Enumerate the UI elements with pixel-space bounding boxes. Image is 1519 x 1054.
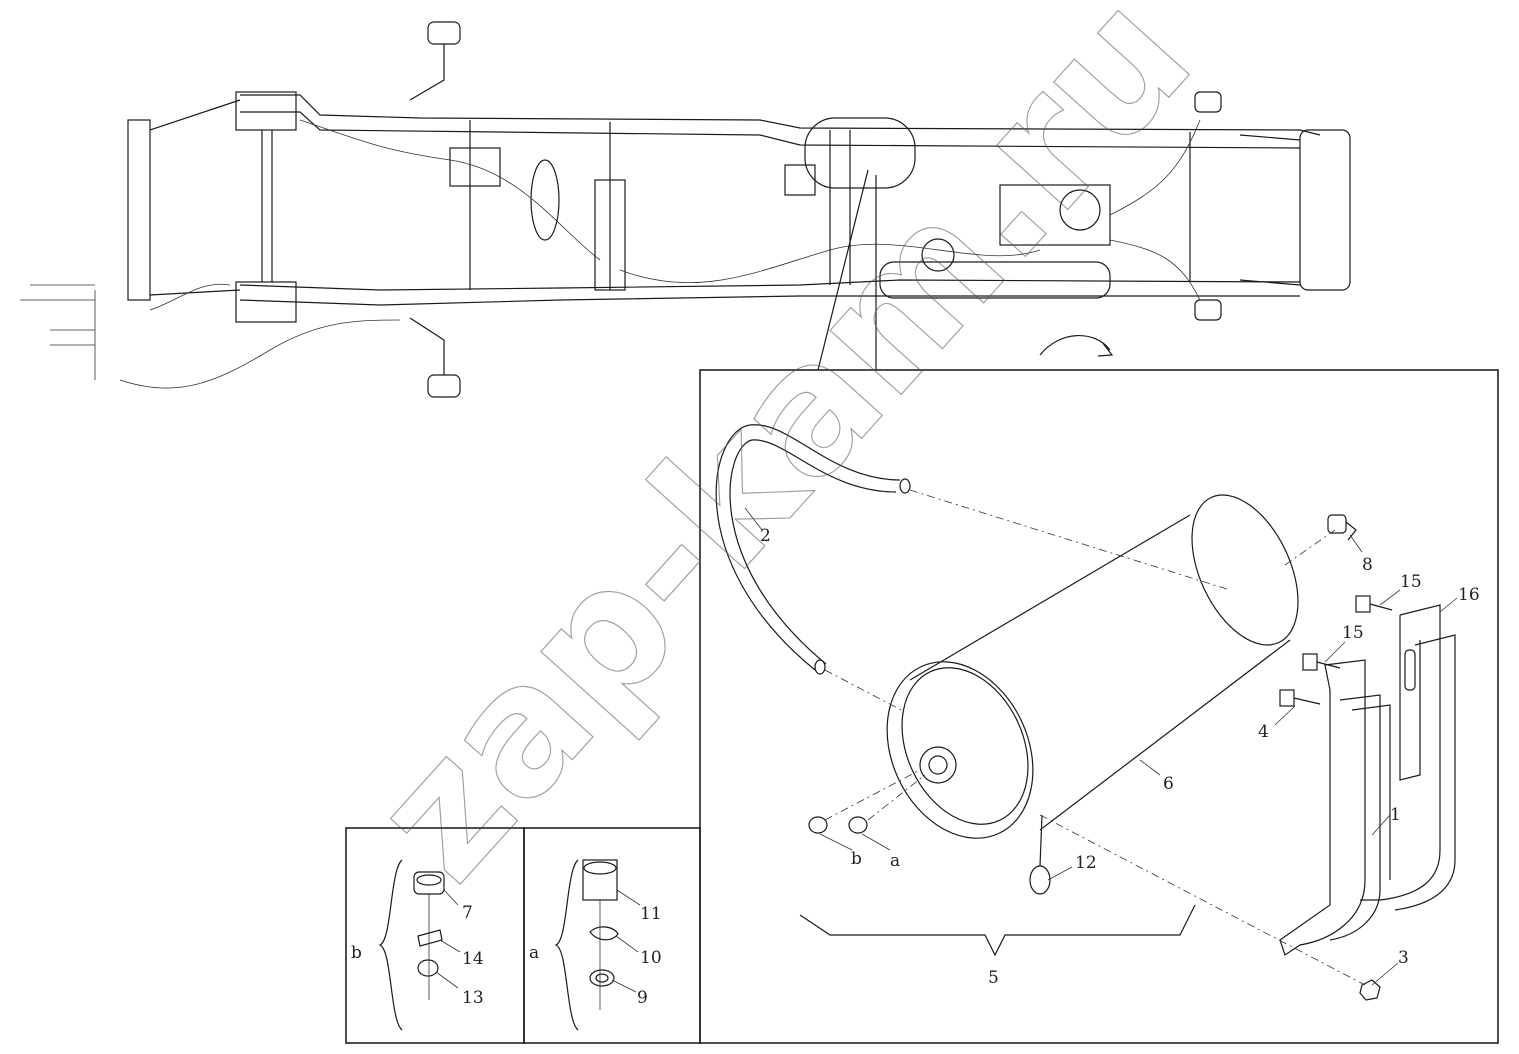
callout-6: 6 bbox=[1163, 774, 1174, 794]
callout-15-lower: 15 bbox=[1342, 623, 1364, 643]
detail-box-a bbox=[523, 827, 701, 1044]
label-b: b bbox=[851, 849, 862, 869]
detail-b-label: b bbox=[351, 943, 362, 963]
air-tank-part-6 bbox=[886, 494, 1299, 839]
callout-4: 4 bbox=[1258, 722, 1269, 742]
callout-11: 11 bbox=[640, 904, 662, 924]
callout-7: 7 bbox=[462, 903, 473, 923]
callout-12: 12 bbox=[1075, 853, 1097, 873]
callout-10: 10 bbox=[640, 948, 662, 968]
callout-5: 5 bbox=[988, 968, 999, 988]
callouts: 1 2 3 4 5 6 7 8 9 10 11 12 13 14 15 15 1… bbox=[351, 526, 1480, 1008]
hose-part-2 bbox=[715, 424, 911, 675]
callout-14: 14 bbox=[462, 949, 484, 969]
callout-3: 3 bbox=[1398, 948, 1409, 968]
bolt-part-4 bbox=[1279, 689, 1321, 707]
detail-frame bbox=[699, 369, 1499, 1044]
detail-b-parts bbox=[378, 859, 461, 1031]
callout-13: 13 bbox=[462, 988, 484, 1008]
bolt-part-15-lower bbox=[1302, 653, 1341, 671]
label-a: a bbox=[890, 851, 900, 871]
plug-a bbox=[848, 816, 868, 834]
detail-a-parts bbox=[554, 859, 641, 1031]
callout-16: 16 bbox=[1458, 585, 1480, 605]
leader-lines bbox=[744, 507, 1458, 986]
plug-b bbox=[808, 816, 828, 834]
callout-1: 1 bbox=[1390, 805, 1401, 825]
callout-9: 9 bbox=[637, 988, 648, 1008]
callout-8: 8 bbox=[1362, 555, 1373, 575]
bracket-part-1 bbox=[1279, 659, 1391, 956]
nut-part-3 bbox=[1359, 979, 1381, 1001]
chassis-overview bbox=[20, 21, 1351, 398]
callout-15-upper: 15 bbox=[1400, 572, 1422, 592]
elbow-fitting-part-8 bbox=[1327, 514, 1357, 541]
drain-valve-part-12 bbox=[1029, 814, 1051, 895]
brace-part-5 bbox=[799, 904, 1196, 957]
bolt-part-15-upper bbox=[1355, 595, 1393, 613]
detail-a-label: a bbox=[529, 943, 539, 963]
bracket-part-16 bbox=[1360, 604, 1456, 911]
callout-2: 2 bbox=[760, 526, 771, 546]
